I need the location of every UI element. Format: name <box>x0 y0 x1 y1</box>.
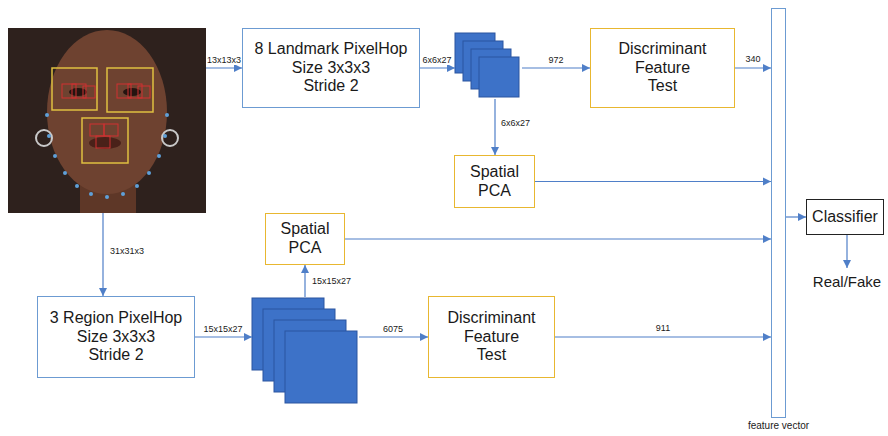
text-group: 8 Landmark PixelHopSize 3x3x3Stride 2 <box>255 40 408 97</box>
landmark-box <box>90 124 104 136</box>
dimension-label: 6x6x27 <box>500 118 531 128</box>
flow-arrow <box>420 67 455 68</box>
landmark-dot <box>163 134 167 138</box>
feature-map <box>479 57 519 97</box>
connector-arrow <box>345 238 771 239</box>
dimension-label: 6075 <box>382 324 404 334</box>
dimension-label: 13x13x3 <box>206 55 242 65</box>
dimension-label: 15x15x27 <box>202 324 243 334</box>
mouth-region-box <box>82 118 128 163</box>
face-skin <box>47 30 167 194</box>
connector-layer <box>345 68 806 337</box>
connector-arrow <box>555 336 771 337</box>
feature-test-box: Discriminant Feature Test <box>428 296 555 378</box>
pixelhop-box: 8 Landmark PixelHopSize 3x3x3Stride 2 <box>242 28 420 108</box>
landmark-box <box>104 124 118 136</box>
dimension-label: 31x31x3 <box>109 246 145 256</box>
text-group: Discriminant Feature Test <box>447 309 535 366</box>
pca-box: Spatial PCA <box>454 155 535 208</box>
text-group: Spatial PCA <box>281 220 330 258</box>
landmark-dot <box>121 192 125 196</box>
flow-arrow <box>102 213 103 296</box>
face-photo <box>8 28 206 213</box>
feature-test-box: Discriminant Feature Test <box>590 28 735 108</box>
landmark-dot <box>53 154 57 158</box>
flow-arrow <box>846 235 847 268</box>
landmark-dot <box>63 171 67 175</box>
feature-map <box>285 331 357 403</box>
pca-box: Spatial PCA <box>265 213 345 265</box>
flow-arrow <box>304 265 305 297</box>
edge-label: 340 <box>744 54 761 64</box>
landmark-dot <box>157 154 161 158</box>
mouth <box>89 137 121 149</box>
flow-arrow <box>494 99 495 155</box>
connector-arrow <box>735 67 771 68</box>
box-label: Discriminant Feature Test <box>618 40 706 97</box>
landmark-dot <box>47 134 51 138</box>
output-label: Real/Fake <box>812 273 882 290</box>
box-label: Stride 2 <box>88 346 143 365</box>
box-label: Spatial PCA <box>281 220 330 258</box>
flow-arrow <box>195 336 252 337</box>
box-label: Size 3x3x3 <box>292 59 370 78</box>
box-label: Size 3x3x3 <box>77 328 155 347</box>
flow-arrow <box>522 67 590 68</box>
landmark-dot <box>105 195 109 199</box>
caption-label: feature vector <box>748 420 809 432</box>
jaw-landmarks <box>45 113 169 199</box>
box-label: Classifier <box>812 208 878 227</box>
earring <box>36 130 52 146</box>
dimension-label: 15x15x27 <box>311 276 352 286</box>
landmark-box <box>62 84 76 98</box>
text-group: Discriminant Feature Test <box>618 40 706 97</box>
feature-map-stack <box>455 33 519 97</box>
dimension-label: 972 <box>547 55 564 65</box>
landmark-box <box>83 86 95 98</box>
landmark-dot <box>147 171 151 175</box>
landmark-box <box>117 84 131 98</box>
text-group: Classifier <box>812 208 878 227</box>
feature-vector-bar: feature vector <box>771 8 786 418</box>
photo-background <box>8 28 206 213</box>
classifier-box: Classifier <box>806 199 884 235</box>
feature-map-stack <box>252 298 357 403</box>
landmark-box <box>138 86 150 98</box>
edge-label: 911 <box>655 323 671 333</box>
landmark-dot <box>89 192 93 196</box>
box-label: Discriminant Feature Test <box>447 309 535 366</box>
landmark-dot <box>165 113 169 117</box>
earring <box>162 130 178 146</box>
flow-arrow <box>206 67 242 68</box>
landmark-dot <box>75 184 79 188</box>
eye-region-box <box>107 68 153 112</box>
box-label: Stride 2 <box>303 77 358 96</box>
box-label: 8 Landmark PixelHop <box>255 40 408 59</box>
text-group: 3 Region PixelHopSize 3x3x3Stride 2 <box>50 309 183 366</box>
landmark-dot <box>135 184 139 188</box>
box-label: Spatial PCA <box>470 163 519 201</box>
landmark-box <box>96 136 110 148</box>
connector-arrow <box>786 216 806 217</box>
dimension-label: 6x6x27 <box>421 55 452 65</box>
connector-arrow <box>535 181 771 182</box>
landmark-dot <box>45 113 49 117</box>
box-label: 3 Region PixelHop <box>50 309 183 328</box>
eye-region-box <box>52 68 97 110</box>
pixelhop-box: 3 Region PixelHopSize 3x3x3Stride 2 <box>37 296 195 378</box>
flow-arrow <box>359 336 428 337</box>
text-group: Spatial PCA <box>470 163 519 201</box>
